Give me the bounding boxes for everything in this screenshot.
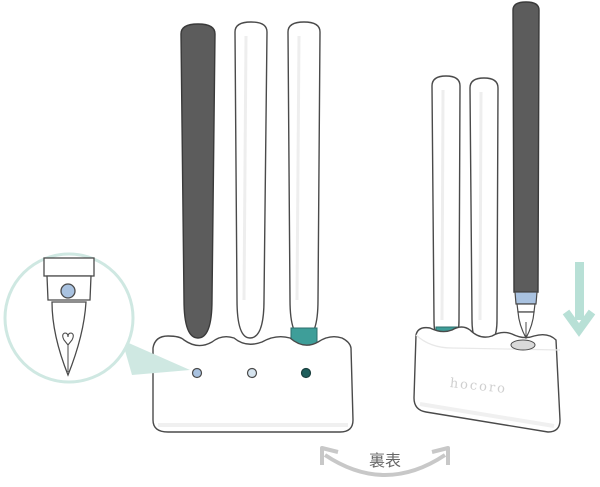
angled-view-group: hocoro [413, 1, 596, 433]
insert-down-arrow-icon [562, 262, 596, 337]
stand-base-front [152, 335, 354, 433]
brand-engraving: hocoro [449, 376, 508, 397]
light-blue-dot [246, 367, 258, 379]
white-pen-front-right-teal [287, 21, 321, 346]
blue-dot [191, 367, 203, 379]
nib-detail-magnifier-icon [3, 252, 135, 384]
white-pen-angled-left [431, 75, 461, 346]
dark-pen-angled-inserting [512, 1, 540, 340]
white-pen-front-middle [234, 21, 268, 339]
teal-dot [300, 367, 312, 379]
magnifier-callout-wedge [122, 340, 190, 375]
pen-insertion-hole [510, 339, 536, 351]
dark-pen-front [180, 23, 216, 339]
front-view-group [3, 21, 354, 433]
flip-curved-arrows-icon [320, 446, 450, 477]
stand-base-angled [413, 326, 561, 433]
flip-label: 裏表 [369, 451, 401, 470]
white-pen-angled-right [469, 77, 499, 346]
